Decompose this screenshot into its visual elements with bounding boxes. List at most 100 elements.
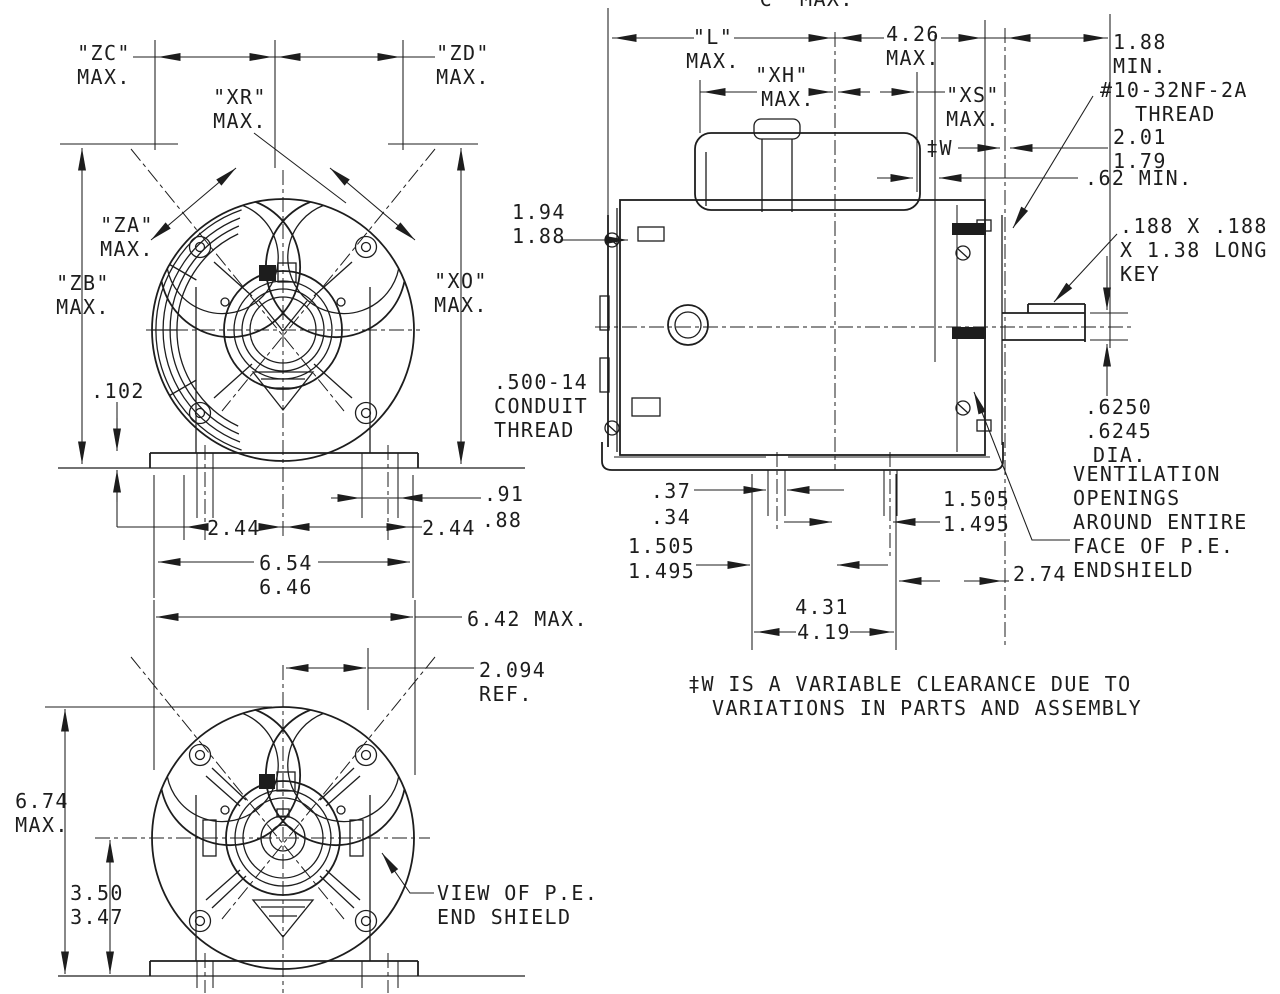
label-view-pe-line2: END SHIELD (437, 905, 571, 929)
xr-leader (253, 132, 347, 204)
label-l-line2: MAX. (686, 49, 740, 73)
label-thread-callout-1: #10-32NF-2A (1100, 78, 1248, 102)
corner-screws (188, 235, 378, 425)
label-dim-34: .34 (651, 505, 691, 529)
label-dim-91: .91 (484, 482, 524, 506)
za-dimension (150, 167, 237, 241)
label-xh-line1: "XH" (755, 63, 809, 87)
label-note-line1: ‡W IS A VARIABLE CLEARANCE DUE TO (688, 672, 1132, 696)
label-dim-88: .88 (482, 508, 522, 532)
label-zd-line2: MAX. (436, 65, 490, 89)
label-note-line2: VARIATIONS IN PARTS AND ASSEMBLY (712, 696, 1142, 720)
label-dim-350: 3.50 (70, 881, 124, 905)
label-view-pe-line1: VIEW OF P.E. (437, 881, 598, 905)
thread-leader (1012, 95, 1094, 229)
right-ear-inner (287, 204, 400, 315)
label-conduit-callout-1: .500-14 (494, 370, 588, 394)
conduit-box (694, 132, 921, 211)
view-front-pe-dimensions (45, 600, 474, 974)
label-dim-102: .102 (91, 379, 145, 403)
label-dia-callout-1: .6250 (1085, 395, 1152, 419)
label-dim-244-right: 2.44 (422, 516, 476, 540)
label-vent-callout-4: FACE OF P.E. (1073, 534, 1234, 558)
label-zb-line1: "ZB" (56, 271, 110, 295)
label-xo-line1: "XO" (434, 269, 488, 293)
label-key-callout-3: KEY (1120, 262, 1160, 286)
label-xo-line2: MAX. (434, 293, 488, 317)
label-xr-line1: "XR" (213, 85, 267, 109)
label-l-line1: "L" (693, 25, 733, 49)
label-dim-1495-left: 1.495 (628, 559, 695, 583)
label-xh-line2: MAX. (761, 87, 815, 111)
label-dim-646: 6.46 (259, 575, 313, 599)
label-conduit-callout-2: CONDUIT (494, 394, 588, 418)
label-zc-line2: MAX. (77, 65, 131, 89)
label-vent-callout-3: AROUND ENTIRE (1073, 510, 1248, 534)
ventilation-leader (973, 391, 1070, 541)
label-zd-line1: "ZD" (436, 41, 490, 65)
key-leader (1053, 233, 1118, 303)
label-zb-line2: MAX. (56, 295, 110, 319)
pe-corner-screws (188, 743, 378, 933)
view-front-pe (58, 656, 525, 993)
label-dim-1495-right: 1.495 (943, 512, 1010, 536)
label-dim-2094-ref: REF. (479, 682, 533, 706)
label-key-callout-1: .188 X .188 (1120, 214, 1268, 238)
label-dim-37: .37 (651, 479, 691, 503)
base-channel (601, 442, 1004, 471)
label-conduit-callout-3: THREAD (494, 418, 575, 442)
label-dim-179: 1.79 (1113, 149, 1167, 173)
label-dim-1505-left: 1.505 (628, 534, 695, 558)
label-top-clipped-label: "C" MAX. (746, 0, 854, 11)
label-dim-2094: 2.094 (479, 658, 546, 682)
label-dim-419: 4.19 (797, 620, 851, 644)
label-dim-1505-right: 1.505 (943, 487, 1010, 511)
label-dim-426: 4.26 (886, 22, 940, 46)
view-front-fan-dimensions (60, 40, 481, 598)
conduit-hole (667, 304, 709, 346)
view-front-fan (58, 148, 525, 540)
conduit-box-cap (753, 118, 801, 140)
view-pe-leader (381, 852, 434, 894)
label-vent-callout-2: OPENINGS (1073, 486, 1181, 510)
label-dim-188min-1: 1.88 (1113, 30, 1167, 54)
label-dim-674-line2: MAX. (15, 813, 69, 837)
label-dim-188b: 1.88 (512, 224, 566, 248)
label-xs-line2: MAX. (946, 107, 1000, 131)
label-dim-w: ‡W (926, 136, 953, 160)
label-dim-654: 6.54 (259, 551, 313, 575)
label-zc-line1: "ZC" (77, 41, 131, 65)
labels-layer: "ZC"MAX."ZD"MAX."XR"MAX."ZA"MAX."ZB"MAX.… (15, 0, 1268, 929)
label-dia-callout-2: .6245 (1085, 419, 1152, 443)
label-dim-426-max: MAX. (886, 46, 940, 70)
view-side-dimensions (560, 8, 1128, 650)
label-dim-674-line1: 6.74 (15, 789, 69, 813)
label-dim-642: 6.42 MAX. (467, 607, 588, 631)
view-side (595, 28, 1135, 648)
label-dim-274: 2.74 (1013, 562, 1067, 586)
clamp-bolt-mid (952, 327, 986, 339)
label-dim-201: 2.01 (1113, 125, 1167, 149)
label-dia-callout-3: DIA. (1093, 443, 1147, 467)
label-za-line1: "ZA" (100, 213, 154, 237)
label-vent-callout-5: ENDSHIELD (1073, 558, 1194, 582)
label-thread-callout-2: THREAD (1135, 102, 1216, 126)
label-xs-line1: "XS" (946, 83, 1000, 107)
clamp-bolt-top (952, 223, 986, 235)
label-dim-244-left: 2.44 (207, 516, 261, 540)
label-dim-347: 3.47 (70, 905, 124, 929)
shaft (1002, 303, 1086, 342)
label-za-line2: MAX. (100, 237, 154, 261)
bearing-cap-mark (258, 300, 308, 333)
label-key-callout-2: X 1.38 LONG (1120, 238, 1268, 262)
label-vent-callout-1: VENTILATION (1073, 462, 1221, 486)
label-dim-431: 4.31 (795, 595, 849, 619)
label-xr-line2: MAX. (213, 109, 267, 133)
left-ear-inner (166, 204, 279, 315)
right-ear-outer (264, 201, 406, 339)
label-dim-62min: .62 MIN. (1085, 166, 1193, 190)
label-dim-188min-2: MIN. (1113, 54, 1167, 78)
clamp-bolt (259, 265, 276, 281)
